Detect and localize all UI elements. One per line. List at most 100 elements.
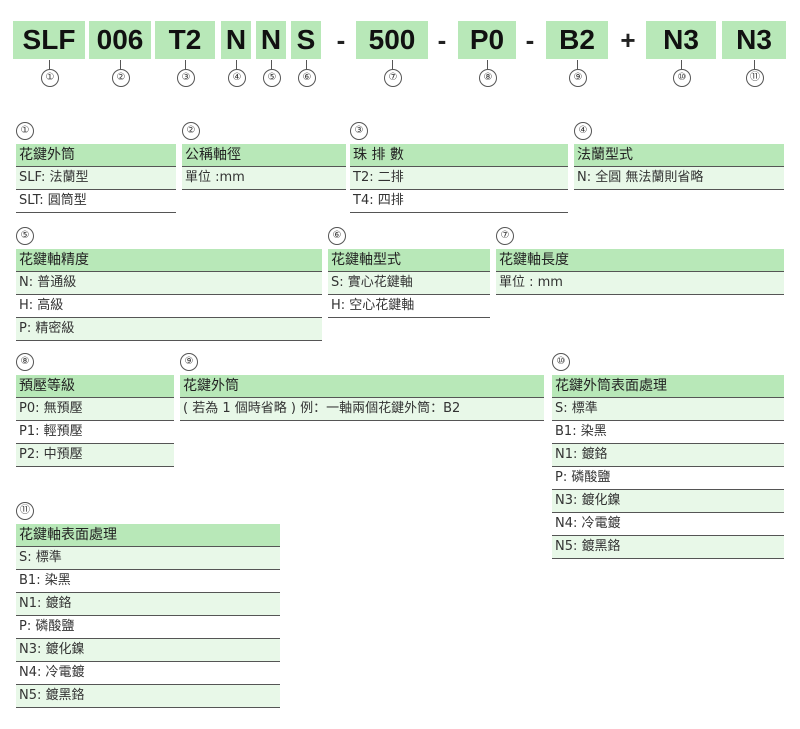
block-row: P: 磷酸鹽 [16,616,280,639]
code-marker-3: ③ [177,69,195,87]
block-row: N5: 鍍黑鉻 [552,536,784,559]
block-header: 法蘭型式 [574,144,784,167]
block-row: SLT: 圓筒型 [16,190,176,213]
block-row: N3: 鍍化鎳 [16,639,280,662]
block-row: N: 全圓 無法蘭則省略 [574,167,784,190]
code-tick [754,60,755,69]
spec-block-shaft-type: ⑥ 花鍵軸型式 S: 實心花鍵軸 H: 空心花鍵軸 [328,227,490,318]
code-part-shaft-accuracy: N [256,21,286,59]
code-tick [577,60,578,69]
spec-block-outer-type: ① 花鍵外筒 SLF: 法蘭型 SLT: 圓筒型 [16,122,176,213]
spec-block-outer-count: ⑨ 花鍵外筒 ( 若為 1 個時省略 ) 例：一軸兩個花鍵外筒：B2 [180,353,544,421]
code-marker-10: ⑩ [673,69,691,87]
code-part-outer-surface: N3 [646,21,716,59]
code-part-outer-count: B2 [546,21,608,59]
code-marker-1: ① [41,69,59,87]
code-part-series: SLF [13,21,85,59]
code-separator-plus: + [620,25,636,55]
code-part-shaft-length: 500 [356,21,428,59]
block-row: 單位 : mm [496,272,784,295]
code-marker-7: ⑦ [384,69,402,87]
block-row: P0: 無預壓 [16,398,174,421]
code-part-shaft-type: S [291,21,321,59]
code-separator-3: - [525,25,535,55]
block-marker: ③ [350,122,368,140]
block-header: 花鍵外筒表面處理 [552,375,784,398]
code-marker-8: ⑧ [479,69,497,87]
block-row: N4: 冷電鍍 [552,513,784,536]
code-tick [271,60,272,69]
block-marker: ⑤ [16,227,34,245]
code-marker-5: ⑤ [263,69,281,87]
code-part-flange-type: N [221,21,251,59]
code-part-shaft-diameter: 006 [89,21,151,59]
code-separator-2: - [437,25,447,55]
code-tick [392,60,393,69]
spec-block-shaft-accuracy: ⑤ 花鍵軸精度 N: 普通級 H: 高級 P: 精密級 [16,227,322,341]
code-tick [487,60,488,69]
spec-block-shaft-length: ⑦ 花鍵軸長度 單位 : mm [496,227,784,295]
spec-block-shaft-diameter: ② 公稱軸徑 單位 :mm [182,122,346,190]
block-marker: ⑪ [16,502,34,520]
block-header: 珠 排 數 [350,144,568,167]
block-row: P2: 中預壓 [16,444,174,467]
block-header: 花鍵軸表面處理 [16,524,280,547]
code-marker-4: ④ [228,69,246,87]
block-row: P: 磷酸鹽 [552,467,784,490]
block-header: 花鍵軸精度 [16,249,322,272]
spec-block-preload: ⑧ 預壓等級 P0: 無預壓 P1: 輕預壓 P2: 中預壓 [16,353,174,467]
code-tick [236,60,237,69]
code-marker-2: ② [112,69,130,87]
block-row: S: 標準 [552,398,784,421]
block-row: B1: 染黑 [16,570,280,593]
block-marker: ② [182,122,200,140]
code-marker-11: ⑪ [746,69,764,87]
block-header: 花鍵外筒 [180,375,544,398]
block-marker: ⑨ [180,353,198,371]
block-row: N: 普通級 [16,272,322,295]
block-marker: ⑩ [552,353,570,371]
block-marker: ⑥ [328,227,346,245]
code-tick [49,60,50,69]
block-row: N3: 鍍化鎳 [552,490,784,513]
spec-block-ball-rows: ③ 珠 排 數 T2: 二排 T4: 四排 [350,122,568,213]
code-part-shaft-surface: N3 [722,21,786,59]
block-row: SLF: 法蘭型 [16,167,176,190]
block-header: 預壓等級 [16,375,174,398]
block-row: N5: 鍍黑鉻 [16,685,280,708]
block-header: 花鍵外筒 [16,144,176,167]
block-marker: ⑧ [16,353,34,371]
block-row: N1: 鍍鉻 [552,444,784,467]
spec-block-outer-surface: ⑩ 花鍵外筒表面處理 S: 標準 B1: 染黑 N1: 鍍鉻 P: 磷酸鹽 N3… [552,353,784,559]
block-header: 花鍵軸長度 [496,249,784,272]
block-marker: ⑦ [496,227,514,245]
code-tick [120,60,121,69]
code-marker-9: ⑨ [569,69,587,87]
code-separator-1: - [336,25,346,55]
block-row: P: 精密級 [16,318,322,341]
block-row: H: 空心花鍵軸 [328,295,490,318]
spec-block-shaft-surface: ⑪ 花鍵軸表面處理 S: 標準 B1: 染黑 N1: 鍍鉻 P: 磷酸鹽 N3:… [16,502,280,708]
block-row: B1: 染黑 [552,421,784,444]
block-row: H: 高級 [16,295,322,318]
code-part-ball-rows: T2 [155,21,215,59]
block-row: 單位 :mm [182,167,346,190]
block-marker: ① [16,122,34,140]
block-row: S: 標準 [16,547,280,570]
code-tick [681,60,682,69]
code-marker-6: ⑥ [298,69,316,87]
block-row: N4: 冷電鍍 [16,662,280,685]
code-part-preload: P0 [458,21,516,59]
block-row: T4: 四排 [350,190,568,213]
block-header: 花鍵軸型式 [328,249,490,272]
block-marker: ④ [574,122,592,140]
spec-block-flange-type: ④ 法蘭型式 N: 全圓 無法蘭則省略 [574,122,784,190]
block-row: T2: 二排 [350,167,568,190]
block-row: S: 實心花鍵軸 [328,272,490,295]
block-row: P1: 輕預壓 [16,421,174,444]
code-tick [185,60,186,69]
code-tick [306,60,307,69]
block-header: 公稱軸徑 [182,144,346,167]
block-row: N1: 鍍鉻 [16,593,280,616]
block-row: ( 若為 1 個時省略 ) 例：一軸兩個花鍵外筒：B2 [180,398,544,421]
